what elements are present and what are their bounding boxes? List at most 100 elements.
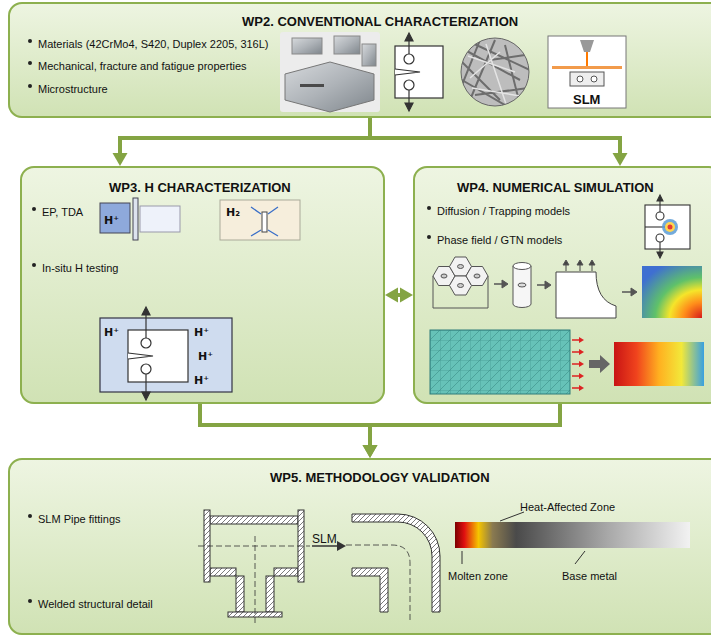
permeation-cell	[140, 206, 180, 232]
tda-chamber	[262, 212, 267, 232]
multiscale-sketch	[518, 283, 526, 287]
mesh-sketch	[614, 342, 704, 386]
ion-label: H⁺	[104, 214, 119, 227]
bullet-item: Materials (42CrMo4, S420, Duplex 2205, 3…	[26, 34, 269, 52]
multiscale-sketch	[502, 280, 508, 288]
permeation-cell	[133, 198, 138, 240]
bullet-text: SLM Pipe fittings	[38, 513, 121, 526]
in-situ-test	[128, 353, 153, 359]
multiscale-sketch	[466, 267, 488, 286]
multiscale-sketch	[433, 276, 434, 308]
bullet-item: Phase field / GTN models	[425, 230, 562, 248]
slm-sketch	[552, 66, 622, 69]
bullet-text: Welded structural detail	[38, 598, 153, 611]
slm-sketch	[586, 52, 588, 66]
label-slot: H⁺	[194, 370, 209, 388]
ct-simulation	[657, 252, 663, 258]
zone-label: Molten zone	[448, 570, 508, 583]
multiscale-sketch	[589, 260, 595, 265]
slm-sketch	[548, 36, 626, 108]
welded-tee-drawing	[198, 536, 310, 624]
heading-slot: WP3. H CHARACTERIZATION	[109, 178, 291, 196]
bullet-text: Diffusion / Trapping models	[437, 205, 570, 218]
welded-tee-drawing	[210, 516, 298, 524]
flow-arrow	[200, 404, 378, 458]
label-slot: H₂	[226, 202, 240, 220]
in-situ-test	[142, 307, 150, 315]
multiscale-sketch	[513, 266, 531, 308]
bullet-text: EP, TDA	[42, 206, 83, 219]
specimen-photo	[334, 36, 360, 54]
slm-sketch	[577, 76, 583, 82]
ct-specimen-sketch	[395, 46, 443, 98]
mesh-sketch	[430, 330, 570, 394]
ion-label: H⁺	[198, 350, 213, 363]
ct-simulation	[645, 195, 690, 258]
box-ground	[413, 166, 711, 404]
specimen-photo	[300, 84, 324, 87]
label-slot: Base metal	[562, 566, 617, 584]
ct-simulation	[657, 195, 663, 201]
box-heading: WP2. CONVENTIONAL CHARACTERIZATION	[242, 14, 518, 30]
slm-sketch	[591, 76, 597, 82]
heading-slot: WP2. CONVENTIONAL CHARACTERIZATION	[242, 12, 518, 30]
in-situ-test	[142, 392, 150, 400]
box-ground	[20, 166, 385, 404]
specimen-photo	[280, 32, 380, 112]
slm-elbow-drawing	[346, 514, 440, 622]
connectors	[113, 118, 628, 458]
flow-arrow	[385, 288, 413, 303]
bullet-text: Mechanical, fracture and fatigue propert…	[38, 60, 247, 73]
welded-tee-drawing	[210, 568, 236, 576]
multiscale-sketch	[631, 288, 637, 296]
ct-simulation	[662, 219, 678, 235]
ct-simulation	[656, 234, 664, 242]
weld-zone-bar	[455, 522, 690, 548]
work-package-box: WP4. NUMERICAL SIMULATION Diffusion / Tra…	[413, 166, 711, 404]
ct-simulation	[645, 205, 690, 249]
bullet-item: Welded structural detail	[26, 594, 153, 612]
welded-tee-drawing	[266, 576, 274, 612]
in-situ-test	[145, 374, 146, 394]
ct-simulation	[668, 225, 673, 230]
zone-label: Heat-Affected Zone	[520, 501, 615, 514]
tda-chamber	[251, 207, 278, 236]
ct-specimen-sketch	[405, 33, 413, 41]
multiscale-sketch	[642, 266, 702, 318]
label-slot: Molten zone	[448, 566, 508, 584]
process-label: SLM	[312, 532, 337, 546]
ion-label: H⁺	[194, 374, 209, 387]
flow-arrow	[370, 118, 628, 166]
specimen-photo	[280, 32, 380, 112]
ct-specimen-sketch	[404, 54, 414, 64]
welded-tee-drawing	[274, 568, 298, 576]
label-slot: SLM	[312, 529, 337, 547]
label-slot: H⁺	[198, 346, 213, 364]
in-situ-test	[141, 338, 151, 348]
microstructure-image	[460, 40, 530, 108]
in-situ-test	[128, 330, 188, 382]
multiscale-sketch	[563, 260, 569, 265]
box-grounds	[8, 2, 711, 635]
mesh-sketch	[579, 385, 584, 391]
weld-zone-bar	[455, 512, 690, 564]
multiscale-sketch	[433, 308, 488, 309]
bullet-item: SLM Pipe fittings	[26, 509, 121, 527]
heading-slot: WP4. NUMERICAL SIMULATION	[457, 178, 654, 196]
multiscale-sketch	[474, 274, 480, 278]
flow-line	[370, 118, 620, 155]
slm-arrow	[337, 541, 346, 551]
mesh-sketch	[589, 355, 610, 373]
mesh-sketch	[579, 349, 584, 355]
multiscale-sketch	[433, 257, 702, 318]
flow-line	[200, 404, 370, 447]
work-package-box: WP5. METHODOLOGY VALIDATIONSLM Pipe fitt…	[8, 458, 711, 635]
ion-label: H⁺	[104, 326, 119, 339]
specimen-photo	[292, 38, 322, 54]
ct-specimen-sketch	[395, 33, 443, 111]
slm-elbow-drawing	[346, 545, 410, 622]
bullet-text: Microstructure	[38, 83, 108, 96]
multiscale-sketch	[556, 272, 616, 318]
multiscale-sketch	[441, 274, 447, 278]
multiscale-sketch	[513, 263, 531, 270]
